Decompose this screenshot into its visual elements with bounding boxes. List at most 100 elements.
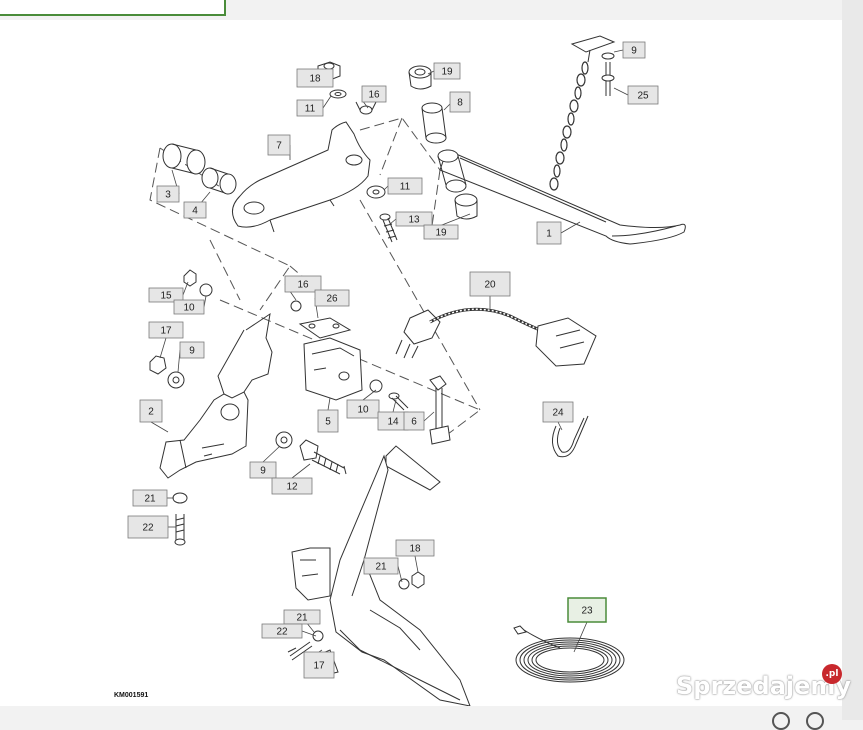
callout-number: 16 [368,90,380,101]
callout-number: 7 [276,141,282,152]
watermark-text: Sprzedajemy [676,672,852,700]
callout-box [536,221,562,245]
callout-14-l14: 14 [377,411,409,431]
callout-box [132,489,168,507]
callout-4-l4: 4 [183,201,207,219]
zoom-out-control-icon[interactable] [772,712,790,730]
callout-box [303,651,335,679]
callout-box [317,409,339,433]
callout-box [449,91,471,113]
callout-number: 21 [296,613,308,624]
callout-13-l13: 13 [395,211,433,227]
callout-17-l17a: 17 [148,321,184,339]
callout-box [271,477,313,495]
callout-box [139,399,163,423]
callout-19-l19b: 19 [423,224,459,240]
callout-17-l17b: 17 [303,651,335,679]
part-23-coiled-wire [513,625,625,683]
callout-3-l3: 3 [156,185,180,203]
callout-number: 17 [160,326,172,337]
parts-diagram: 1811161989257341113191201626151017921014… [114,35,686,706]
callout-8-l8: 8 [449,91,471,113]
callout-5-l5: 5 [317,409,339,433]
callout-number: 12 [286,482,298,493]
callout-number: 11 [305,104,316,115]
callout-box [469,271,511,297]
callout-21-l21b: 21 [363,557,399,575]
top-panel-edge [0,0,226,16]
callout-number: 21 [375,562,387,573]
callout-number: 8 [457,98,463,109]
bushings-3-4 [162,143,237,195]
callout-21-l21c: 21 [283,609,321,625]
callout-box [173,299,205,315]
callout-number: 5 [325,417,331,428]
callout-box [346,399,380,419]
callout-9-l9b: 9 [179,341,205,359]
callout-box [267,134,291,156]
chain-assembly [549,35,616,191]
watermark-badge: .pl [822,664,842,684]
callout-16-l16a: 16 [361,85,387,103]
callout-11-l11a: 11 [296,99,324,117]
callout-number: 6 [411,417,417,428]
hardware-left [149,269,213,389]
callout-box [249,461,277,479]
callout-box [363,557,399,575]
callout-7-l7: 7 [267,134,291,156]
callout-box [361,85,387,103]
leader-lines [150,49,629,653]
callout-9-l9c: 9 [249,461,277,479]
callout-number: 25 [637,91,649,102]
callout-11-l11b: 11 [387,177,423,195]
callout-19-l19a: 19 [433,62,461,80]
callout-box [622,41,646,59]
part-19-cap-top [408,65,432,90]
part-5-switch [290,300,363,401]
callout-9-l9a: 9 [622,41,646,59]
callout-box [314,289,350,307]
callout-23-l23: 23 [567,597,607,623]
bottom-bar [0,706,842,720]
callout-22-l22a: 22 [127,515,169,539]
callout-number: 14 [387,417,399,428]
scrollbar-track[interactable] [842,0,863,720]
diagram-stage [0,20,842,706]
callout-box [183,201,207,219]
callout-number: 23 [581,606,593,617]
callout-number: 1 [546,229,552,240]
callout-number: 13 [408,215,420,226]
callout-6-l6: 6 [403,411,425,431]
callout-box [296,99,324,117]
callout-box [395,539,435,557]
callout-box [148,287,184,303]
callout-18-l18a: 18 [296,68,334,88]
callout-number: 20 [484,280,496,291]
callout-2-l2: 2 [139,399,163,423]
callout-number: 19 [435,228,447,239]
callout-15-l15: 15 [148,287,184,303]
callout-box [179,341,205,359]
assembly-guide-lines [149,117,481,441]
callout-number: 10 [183,303,195,314]
callout-number: 3 [165,190,171,201]
callout-number: 21 [144,494,156,505]
callout-number: 24 [552,408,564,419]
part-20-harness [395,307,597,367]
callout-box [567,597,607,623]
callout-18-l18b: 18 [395,539,435,557]
callout-number: 18 [309,74,321,85]
callout-box [433,62,461,80]
callout-24-l24: 24 [542,401,574,423]
row-unit-shank [291,445,471,706]
zoom-in-control-icon[interactable] [806,712,824,730]
callout-box [395,211,433,227]
callout-box [148,321,184,339]
exploded-view-drawing [149,35,686,706]
callout-box [542,401,574,423]
callout-box [403,411,425,431]
part-7-bracket [232,121,371,233]
callout-25-l25: 25 [627,85,659,105]
callout-number: 15 [160,291,172,302]
callout-1-l1: 1 [536,221,562,245]
